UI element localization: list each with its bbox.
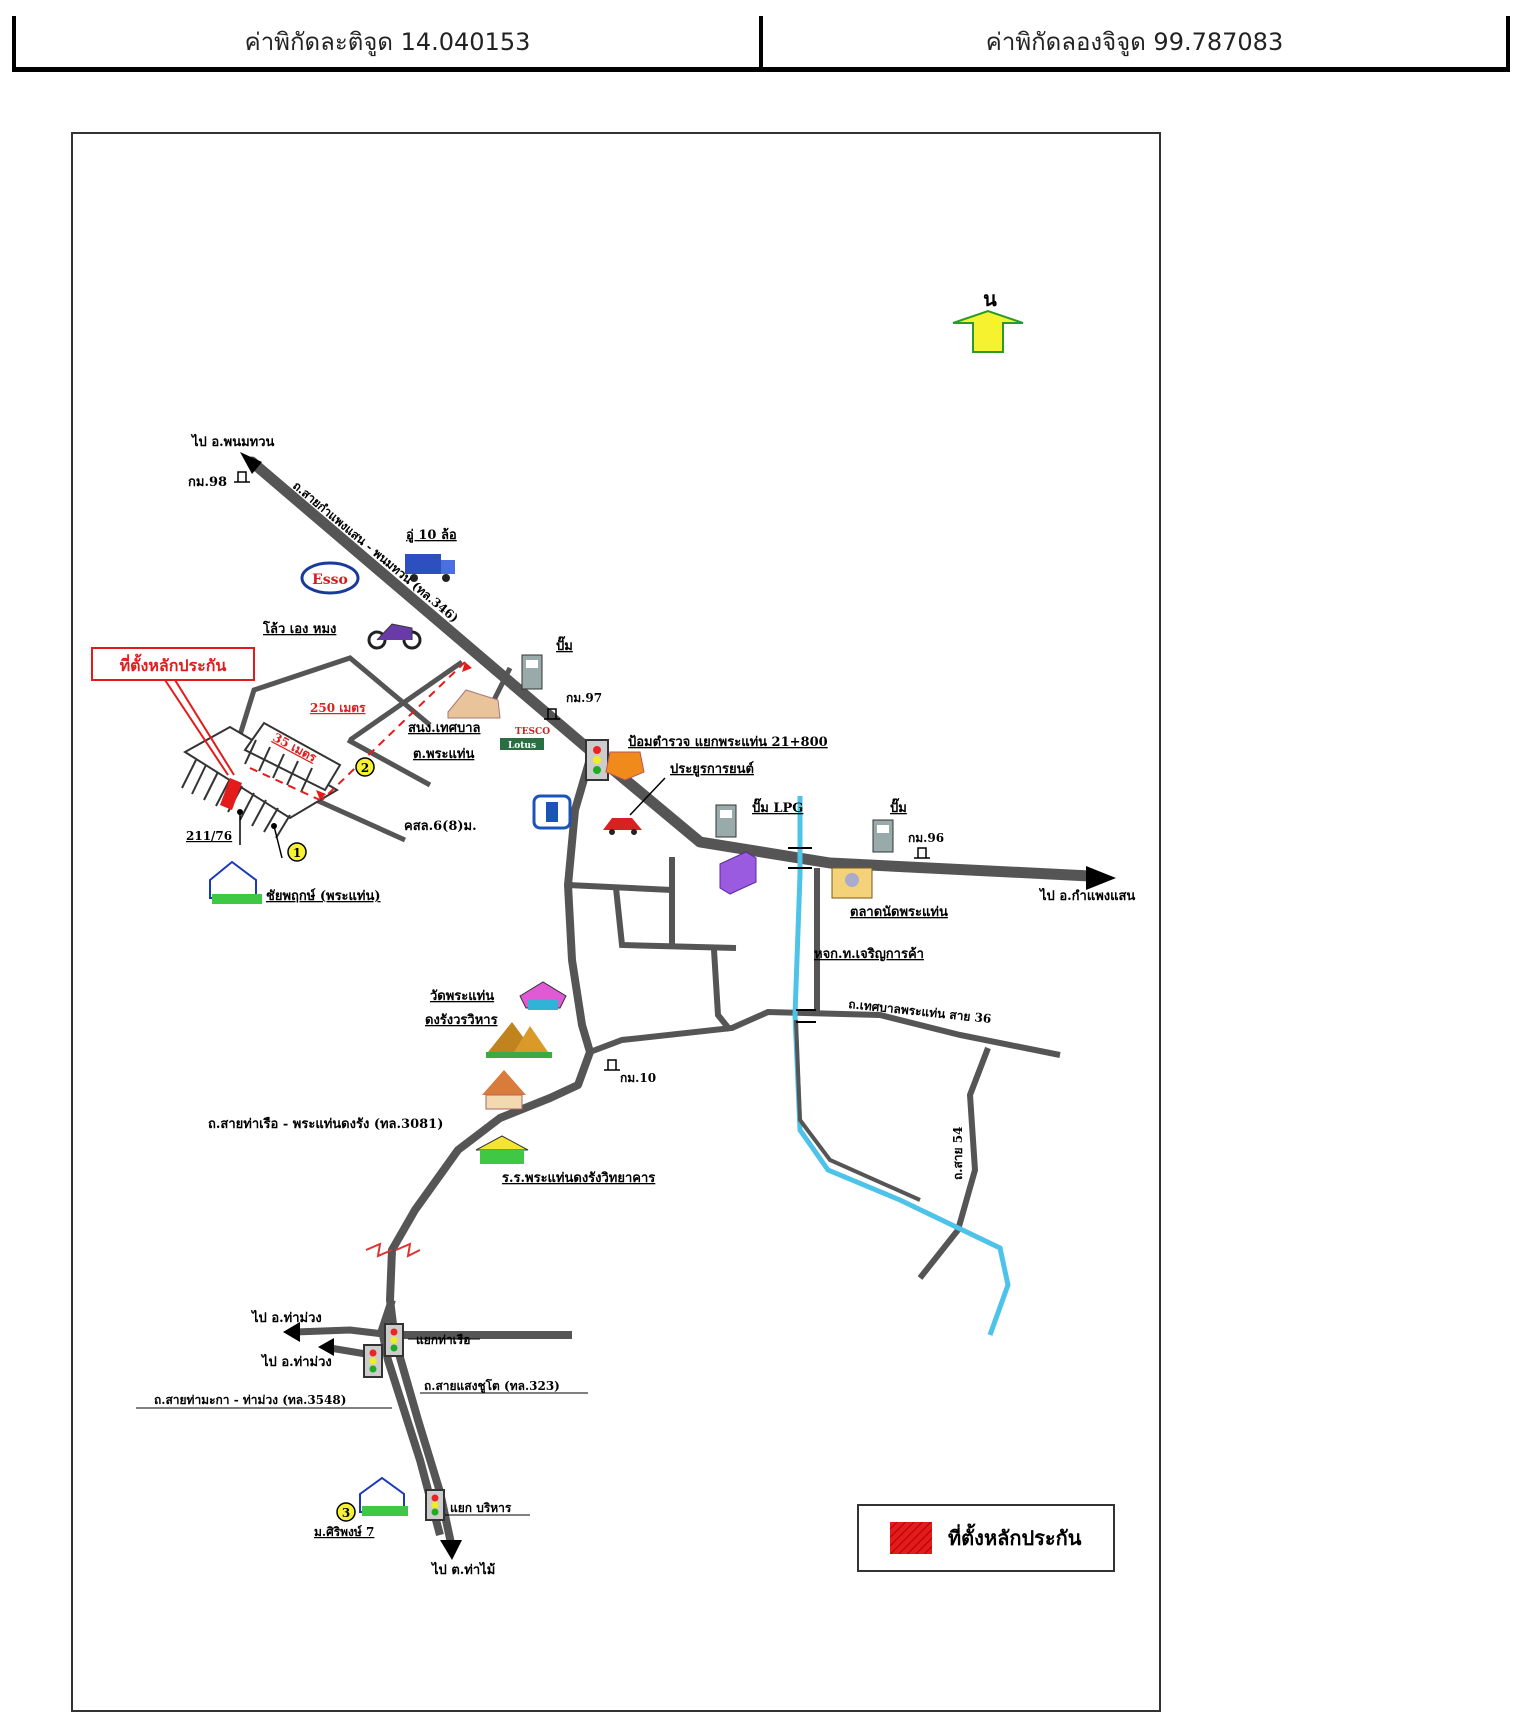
gas-pump-lpg-icon — [715, 804, 737, 838]
location-callout — [91, 647, 255, 681]
route-dashed-red — [321, 661, 466, 801]
label-borihan-junction: แยก บริหาร — [450, 1501, 512, 1515]
north-arrow-icon — [952, 309, 1024, 353]
label-car-dealer: ประยูรการยนต์ — [670, 761, 754, 777]
esso-logo-icon: Esso — [300, 561, 360, 595]
label-road-54: ถ.สาย 54 — [951, 1127, 965, 1180]
label-road-3548: ถ.สายท่ามะกา - ท่าม่วง (ทล.3548) — [154, 1393, 346, 1407]
traffic-light-icon-3 — [363, 1344, 383, 1378]
legend-label: ที่ตั้งหลักประกัน — [948, 1523, 1082, 1550]
label-to-tha-muang-2: ไป อ.ท่าม่วง — [260, 1353, 332, 1370]
label-250m: 250 เมตร — [310, 701, 366, 715]
label-km97: กม.97 — [566, 691, 602, 705]
traffic-light-icon-4 — [425, 1489, 445, 1521]
label-house-no: 211/76 — [186, 829, 232, 843]
label-to-kamphaeng-saen: ไป อ.กำแพงแสน — [1038, 887, 1135, 904]
road-3081 — [378, 750, 596, 1549]
truck-icon — [405, 554, 455, 582]
arrow-east-icon — [1086, 866, 1116, 890]
label-chaiyaphruek: ชัยพฤกษ์ (พระแท่น) — [266, 888, 381, 904]
building-icon — [447, 689, 501, 719]
house-icon — [209, 860, 262, 904]
label-partnership: หจก.ท.เจริญการค้า — [814, 946, 924, 962]
arrow-south-icon — [440, 1540, 462, 1560]
collateral-plot[interactable] — [220, 778, 242, 810]
gas-pump-2-icon — [872, 819, 894, 853]
temple-icon — [519, 981, 567, 1010]
latitude-label: ค่าพิกัดละติจูด 14.040153 — [244, 28, 531, 56]
label-municipal-office-1: สนง.เทศบาล — [408, 721, 481, 736]
label-alley: คสล.6(8)ม. — [404, 819, 477, 834]
school-icon — [475, 1135, 529, 1164]
map-frame — [71, 132, 1161, 1712]
subdivision-roads — [237, 655, 513, 843]
callout-leader — [164, 679, 235, 776]
arrow-west-icon-2 — [318, 1338, 334, 1356]
label-km98: กม.98 — [188, 475, 227, 490]
label-sirivong: ม.ศิริพงษ์ 7 — [314, 1525, 374, 1539]
arrow-west-icon-1 — [283, 1322, 300, 1342]
km-post-icon — [234, 471, 930, 1071]
label-pump-1: ปั๊ม — [556, 636, 573, 654]
legend-swatch — [890, 1522, 932, 1554]
warehouse-icon — [719, 851, 757, 895]
label-police-box: ป้อมตำรวจ แยกพระแท่น 21+800 — [628, 734, 828, 750]
label-market: ตลาดนัดพระแท่น — [850, 905, 948, 920]
label-school: ร.ร.พระแท่นดงรังวิทยาคาร — [502, 1171, 655, 1186]
motorcycle-icon — [367, 623, 422, 650]
svg-text:TESCO: TESCO — [515, 727, 550, 737]
marker-3-icon: 3 — [336, 1502, 356, 1522]
police-badge-icon — [605, 751, 645, 781]
river-bank-road — [794, 1019, 921, 1202]
coordinates-bar: ค่าพิกัดละติจูด 14.040153 ค่าพิกัดลองจิจ… — [12, 16, 1510, 72]
market-icon — [831, 867, 873, 899]
hospital-icon — [532, 794, 572, 830]
label-municipal-road: ถ.เทศบาลพระแท่น สาย 36 — [848, 997, 992, 1026]
label-to-tha-muang-1: ไป อ.ท่าม่วง — [250, 1309, 322, 1326]
car-icon — [603, 818, 642, 835]
label-underlines — [136, 1338, 588, 1516]
svg-text:Esso: Esso — [312, 572, 348, 588]
highway-346 — [246, 456, 1096, 882]
label-to-tha-mai: ไป ต.ท่าไม้ — [430, 1561, 495, 1578]
location-callout-text: ที่ตั้งหลักประกัน — [120, 653, 227, 675]
gas-pump-icon — [521, 654, 543, 690]
label-pump-lpg: ปั๊ม LPG — [752, 798, 803, 816]
label-km96: กม.96 — [908, 831, 944, 845]
label-km10: กม.10 — [620, 1071, 656, 1085]
longitude-label: ค่าพิกัดลองจิจูด 99.787083 — [759, 16, 1506, 67]
label-road-346: ถ.สายกำแพงแสน - พนมทวน (ทล.346) — [290, 479, 461, 626]
marker-1-icon: 1 — [287, 842, 307, 862]
svg-text:3: 3 — [342, 1506, 350, 1520]
label-tha-ruea-junction: แยกท่าเรือ — [416, 1333, 470, 1347]
plot-lines — [181, 739, 313, 839]
town-roads — [567, 857, 1061, 1280]
traffic-light-icon — [585, 739, 609, 781]
label-to-phanom-thuan: ไป อ.พนมทวน — [190, 433, 275, 450]
svg-text:Lotus: Lotus — [508, 741, 536, 751]
north-label: น — [983, 287, 997, 311]
temple-icon-2 — [482, 1070, 526, 1110]
label-temple-1: วัดพระแท่น — [430, 989, 494, 1004]
svg-text:1: 1 — [293, 846, 301, 860]
label-truck-garage: อู่ 10 ล้อ — [406, 527, 457, 543]
subdivision-plots — [183, 721, 342, 820]
river — [792, 796, 1011, 1336]
road-break-icon — [365, 1242, 421, 1258]
pagoda-icon — [486, 1022, 552, 1058]
house-icon-2 — [359, 1476, 408, 1516]
label-municipal-office-2: ต.พระแท่น — [413, 747, 474, 762]
marker-2-icon: 2 — [355, 757, 375, 777]
arrow-nw-icon — [240, 452, 262, 474]
label-temple-2: ดงรังวรวิหาร — [425, 1013, 498, 1028]
tesco-lotus-logo: TESCO Lotus — [500, 727, 550, 751]
traffic-light-icon-2 — [384, 1323, 404, 1357]
label-road-3081: ถ.สายท่าเรือ - พระแท่นดงรัง (ทล.3081) — [208, 1116, 443, 1132]
svg-text:2: 2 — [361, 761, 369, 775]
label-bike-shop: โล้ว เอง หมง — [262, 620, 336, 637]
bridge-icon — [788, 847, 816, 1023]
label-pump-2: ปั๊ม — [890, 798, 907, 816]
label-road-323: ถ.สายแสงชูโต (ทล.323) — [424, 1378, 560, 1394]
